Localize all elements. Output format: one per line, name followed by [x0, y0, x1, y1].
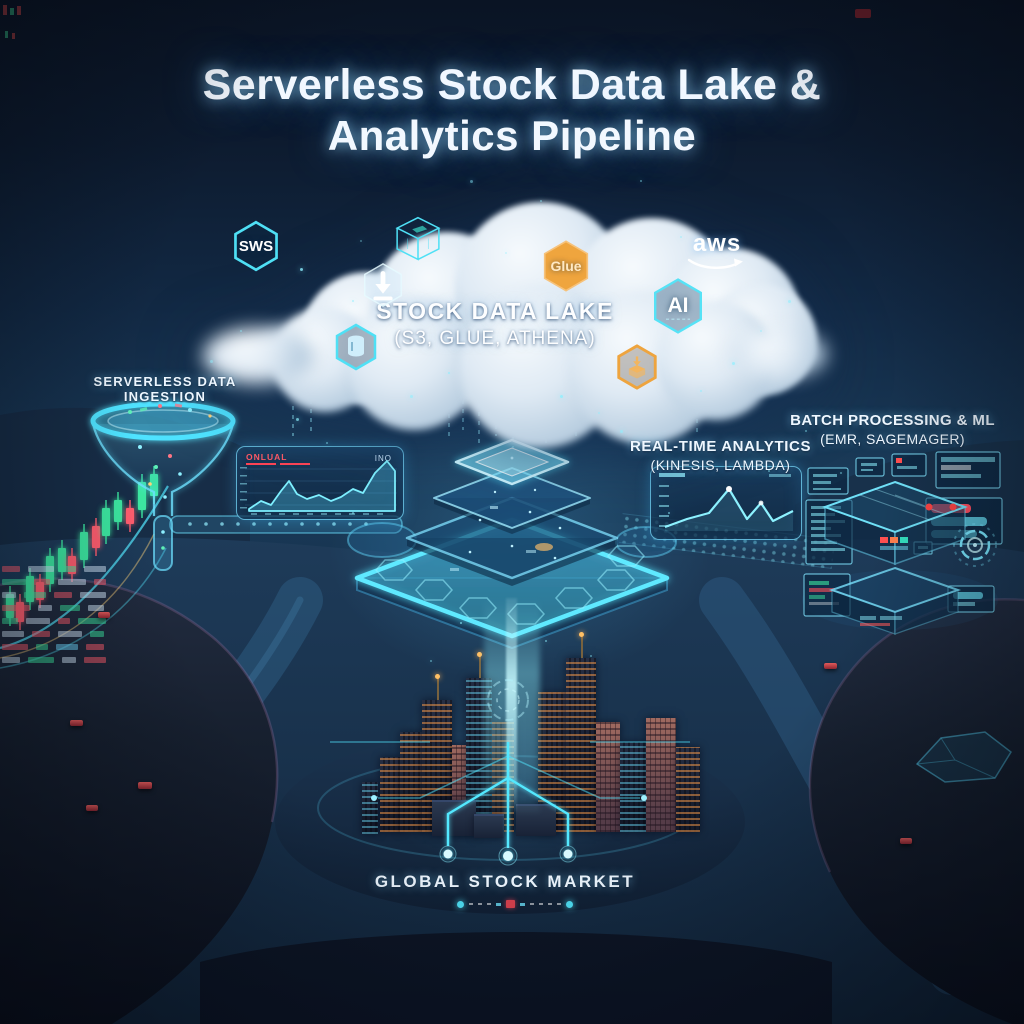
glow-particle [840, 472, 842, 474]
download-hexagon-icon [359, 261, 407, 309]
package-hexagon-icon [613, 343, 661, 391]
glow-particle [352, 512, 354, 514]
glue-hexagon-badge: Glue [538, 238, 594, 294]
glow-particle [545, 640, 547, 642]
glow-particle [470, 180, 473, 183]
cloud-subtitle: (S3, GLUE, ATHENA) [394, 328, 596, 349]
market-ticker-row [430, 900, 600, 908]
aws-logo-text: aws [692, 230, 742, 257]
glue-badge-label: Glue [550, 258, 582, 274]
glow-particle [640, 180, 642, 182]
glow-particle [326, 442, 328, 444]
glow-particle [460, 622, 462, 624]
aws-logo: aws [684, 232, 750, 274]
glow-particle [732, 362, 735, 365]
ai-hexagon-badge: AI [648, 276, 708, 336]
glow-particle [430, 660, 432, 662]
glow-particle [590, 655, 592, 657]
glow-particle [540, 200, 542, 202]
glow-particle [680, 236, 682, 238]
title-line-1: Serverless Stock Data Lake & [202, 61, 822, 109]
batch-label: BATCH PROCESSING & ML (EMR, SAGEMAGER) [790, 412, 995, 447]
package-box-icon [617, 344, 657, 390]
glow-particle [598, 412, 600, 414]
sws-badge-label: SWS [238, 237, 274, 255]
database-hexagon-icon [331, 322, 381, 372]
realtime-label-line1: REAL-TIME ANALYTICS [629, 438, 812, 455]
glow-particle [620, 430, 623, 433]
glow-particle [768, 470, 770, 472]
download-arrow-icon [364, 263, 402, 307]
aws-smile-arrow-icon [687, 258, 743, 269]
glow-particle [352, 300, 354, 302]
glow-particle [240, 330, 242, 332]
glow-particle [668, 512, 670, 514]
cloud-puff [731, 330, 827, 378]
sws-hexagon-badge: SWS [229, 219, 283, 273]
market-label: GLOBAL STOCK MARKET [374, 872, 636, 891]
glow-particle [700, 390, 702, 392]
ticker-dot-icon [457, 900, 464, 908]
glow-particle [300, 268, 303, 271]
glow-particle [210, 360, 213, 363]
glow-particle [296, 418, 299, 421]
ticker-red-badge [506, 900, 515, 908]
ticker-dot-icon [566, 900, 573, 908]
ai-badge-label: AI [667, 294, 689, 317]
glow-particle [805, 430, 807, 432]
glow-particle [505, 252, 507, 254]
batch-label-line2: (EMR, SAGEMAGER) [820, 431, 965, 447]
glow-particle [560, 395, 563, 398]
batch-label-line1: BATCH PROCESSING & ML [790, 412, 995, 429]
glow-particle [360, 240, 362, 242]
glow-particle [788, 300, 791, 303]
glow-particle [760, 330, 762, 332]
realtime-label: REAL-TIME ANALYTICS (KINESIS, LAMBDA) [628, 438, 813, 473]
database-icon [335, 323, 377, 371]
ingestion-label: SERVERLESS DATA INGESTION [93, 374, 237, 404]
realtime-label-line2: (KINESIS, LAMBDA) [650, 457, 791, 473]
glow-particle [410, 395, 413, 398]
glow-particle [448, 372, 450, 374]
page-title: Serverless Stock Data Lake & Analytics P… [0, 60, 1024, 160]
corner-glyph-topright [855, 9, 871, 18]
title-line-2: Analytics Pipeline [327, 111, 697, 159]
